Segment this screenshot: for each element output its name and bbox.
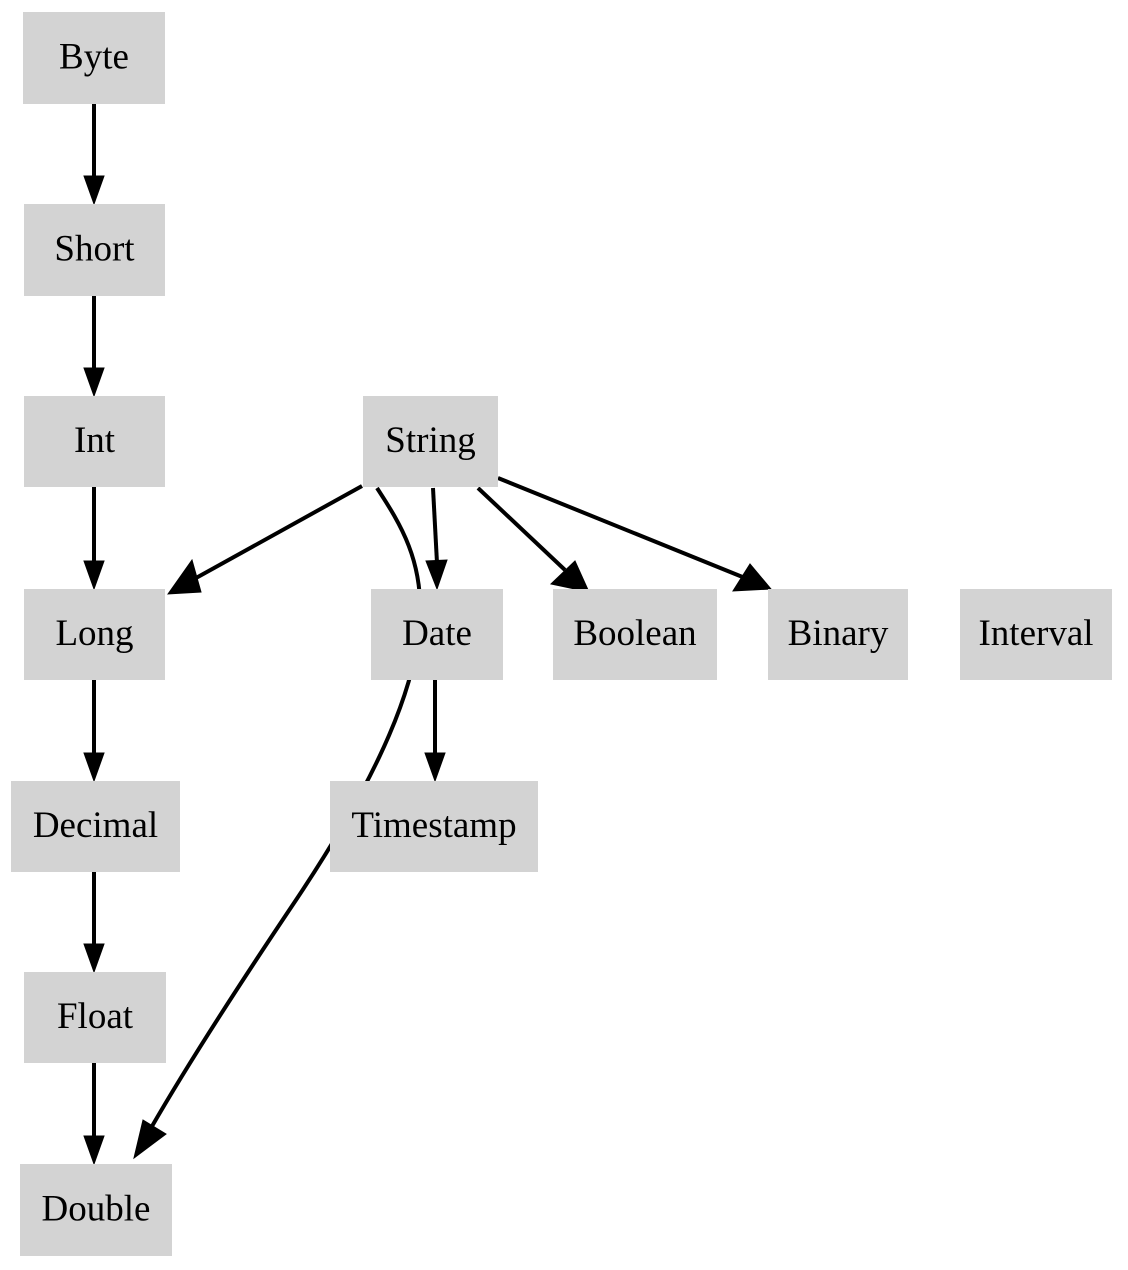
- edge-float-double: [83, 1063, 105, 1166]
- edge-int-long: [83, 487, 105, 591]
- node-rect[interactable]: [24, 204, 165, 296]
- edge-string-binary: [497, 476, 773, 592]
- node-float[interactable]: Float: [24, 972, 166, 1063]
- arrowhead-icon: [732, 563, 773, 592]
- arrowhead-icon: [83, 560, 105, 591]
- node-long[interactable]: Long: [24, 589, 165, 680]
- node-short[interactable]: Short: [24, 204, 165, 296]
- edge-date-timestamp: [424, 680, 446, 783]
- node-double[interactable]: Double: [20, 1164, 172, 1256]
- node-rect[interactable]: [553, 589, 717, 680]
- edge-long-decimal: [83, 680, 105, 783]
- edge-line: [476, 486, 567, 572]
- node-timestamp[interactable]: Timestamp: [330, 781, 538, 872]
- edge-string-boolean: [476, 486, 590, 593]
- node-string[interactable]: String: [363, 396, 498, 487]
- edge-string-long: [166, 484, 363, 595]
- node-rect[interactable]: [371, 589, 503, 680]
- arrowhead-icon: [83, 752, 105, 783]
- node-decimal[interactable]: Decimal: [11, 781, 180, 872]
- node-rect[interactable]: [11, 781, 180, 872]
- arrowhead-icon: [83, 1135, 105, 1166]
- node-rect[interactable]: [24, 589, 165, 680]
- edge-line: [195, 484, 363, 580]
- edge-line: [431, 487, 439, 564]
- arrowhead-icon: [549, 560, 590, 593]
- node-rect[interactable]: [330, 781, 538, 872]
- edge-string-date: [425, 487, 448, 591]
- node-boolean[interactable]: Boolean: [553, 589, 717, 680]
- node-rect[interactable]: [23, 12, 165, 104]
- arrowhead-icon: [83, 367, 105, 398]
- edge-decimal-float: [83, 872, 105, 974]
- node-rect[interactable]: [20, 1164, 172, 1256]
- node-date[interactable]: Date: [371, 589, 503, 680]
- arrowhead-icon: [133, 1119, 167, 1160]
- arrowhead-icon: [425, 559, 448, 591]
- node-binary[interactable]: Binary: [768, 589, 908, 680]
- node-int[interactable]: Int: [24, 396, 165, 487]
- node-rect[interactable]: [768, 589, 908, 680]
- node-interval[interactable]: Interval: [960, 589, 1112, 680]
- arrowhead-icon: [83, 943, 105, 974]
- edge-short-int: [83, 296, 105, 398]
- node-rect[interactable]: [24, 396, 165, 487]
- arrowhead-icon: [424, 752, 446, 783]
- arrowhead-icon: [166, 558, 202, 595]
- node-rect[interactable]: [960, 589, 1112, 680]
- edge-byte-short: [83, 104, 105, 206]
- node-byte[interactable]: Byte: [23, 12, 165, 104]
- node-rect[interactable]: [363, 396, 498, 487]
- arrowhead-icon: [83, 175, 105, 206]
- edge-line: [497, 476, 746, 580]
- node-rect[interactable]: [24, 972, 166, 1063]
